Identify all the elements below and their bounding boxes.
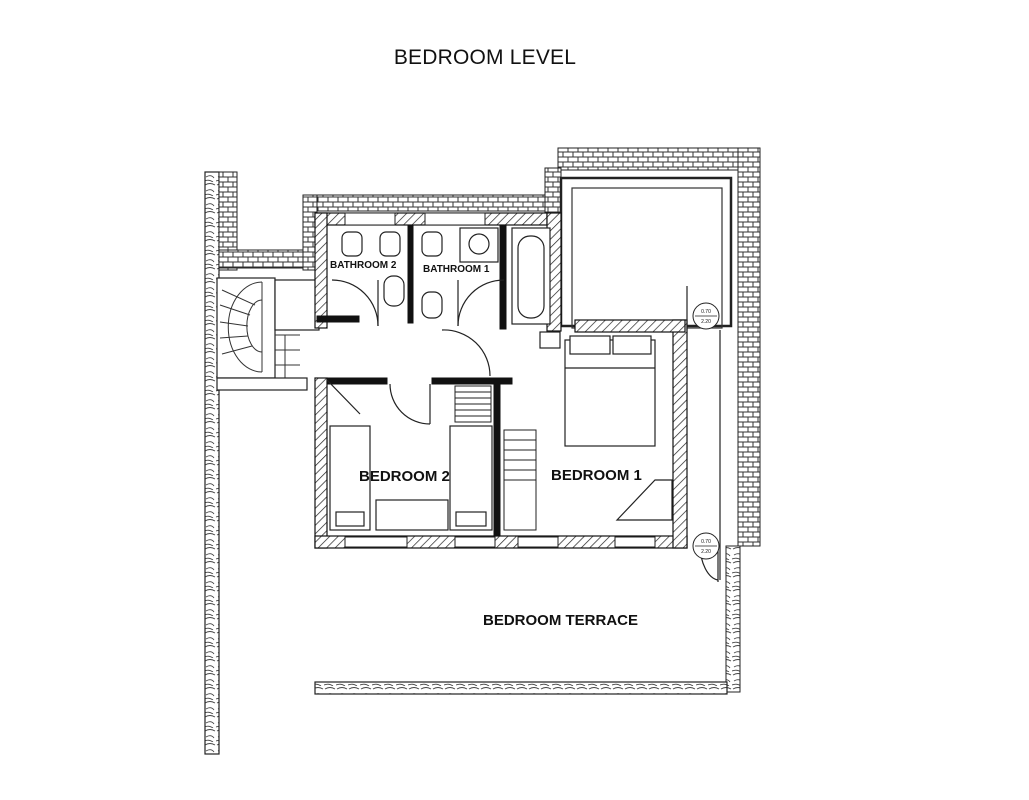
terrace-right-wall bbox=[725, 545, 741, 693]
right-top-retaining bbox=[557, 147, 761, 171]
bathroom-1-fixtures bbox=[421, 227, 551, 325]
storage-room bbox=[559, 176, 733, 328]
label-bedroom-terrace: BEDROOM TERRACE bbox=[483, 612, 638, 629]
terrace-balustrade bbox=[314, 681, 728, 695]
window-tag-2-top: 0.70 bbox=[701, 539, 711, 545]
left-upper-wall bbox=[218, 171, 238, 271]
window-tag-2: 0.70 2.20 bbox=[692, 532, 720, 560]
right-mid-retaining bbox=[544, 167, 562, 214]
window-tag-1-bottom: 2.20 bbox=[701, 319, 711, 325]
facade-openings bbox=[686, 286, 721, 582]
label-bathroom-2: BATHROOM 2 bbox=[330, 260, 397, 271]
window-tag-2-bottom: 2.20 bbox=[701, 549, 711, 555]
label-bedroom-2: BEDROOM 2 bbox=[359, 468, 450, 485]
wardrobe bbox=[454, 385, 537, 531]
right-side-retaining bbox=[737, 147, 761, 547]
stair-head-wall bbox=[274, 279, 320, 331]
left-ledge-wall bbox=[218, 249, 304, 269]
landing-wall bbox=[216, 377, 308, 391]
page-title: BEDROOM LEVEL bbox=[393, 46, 577, 69]
interior-walls bbox=[316, 224, 513, 537]
label-bedroom-1: BEDROOM 1 bbox=[551, 467, 642, 484]
stair-area bbox=[216, 277, 276, 379]
bedroom-1-furniture bbox=[539, 331, 673, 521]
bathroom-2-fixtures bbox=[341, 231, 405, 307]
label-bathroom-1: BATHROOM 1 bbox=[423, 264, 490, 275]
window-tag-1-top: 0.70 bbox=[701, 309, 711, 315]
door-swings bbox=[326, 279, 505, 425]
left-boundary-wall bbox=[204, 171, 220, 755]
bottom-windows bbox=[344, 212, 656, 548]
window-tag-1: 0.70 2.20 bbox=[692, 302, 720, 330]
bedroom-2-furniture bbox=[329, 425, 493, 531]
top-retaining-wall bbox=[302, 194, 549, 212]
spiral-stair bbox=[219, 281, 300, 378]
